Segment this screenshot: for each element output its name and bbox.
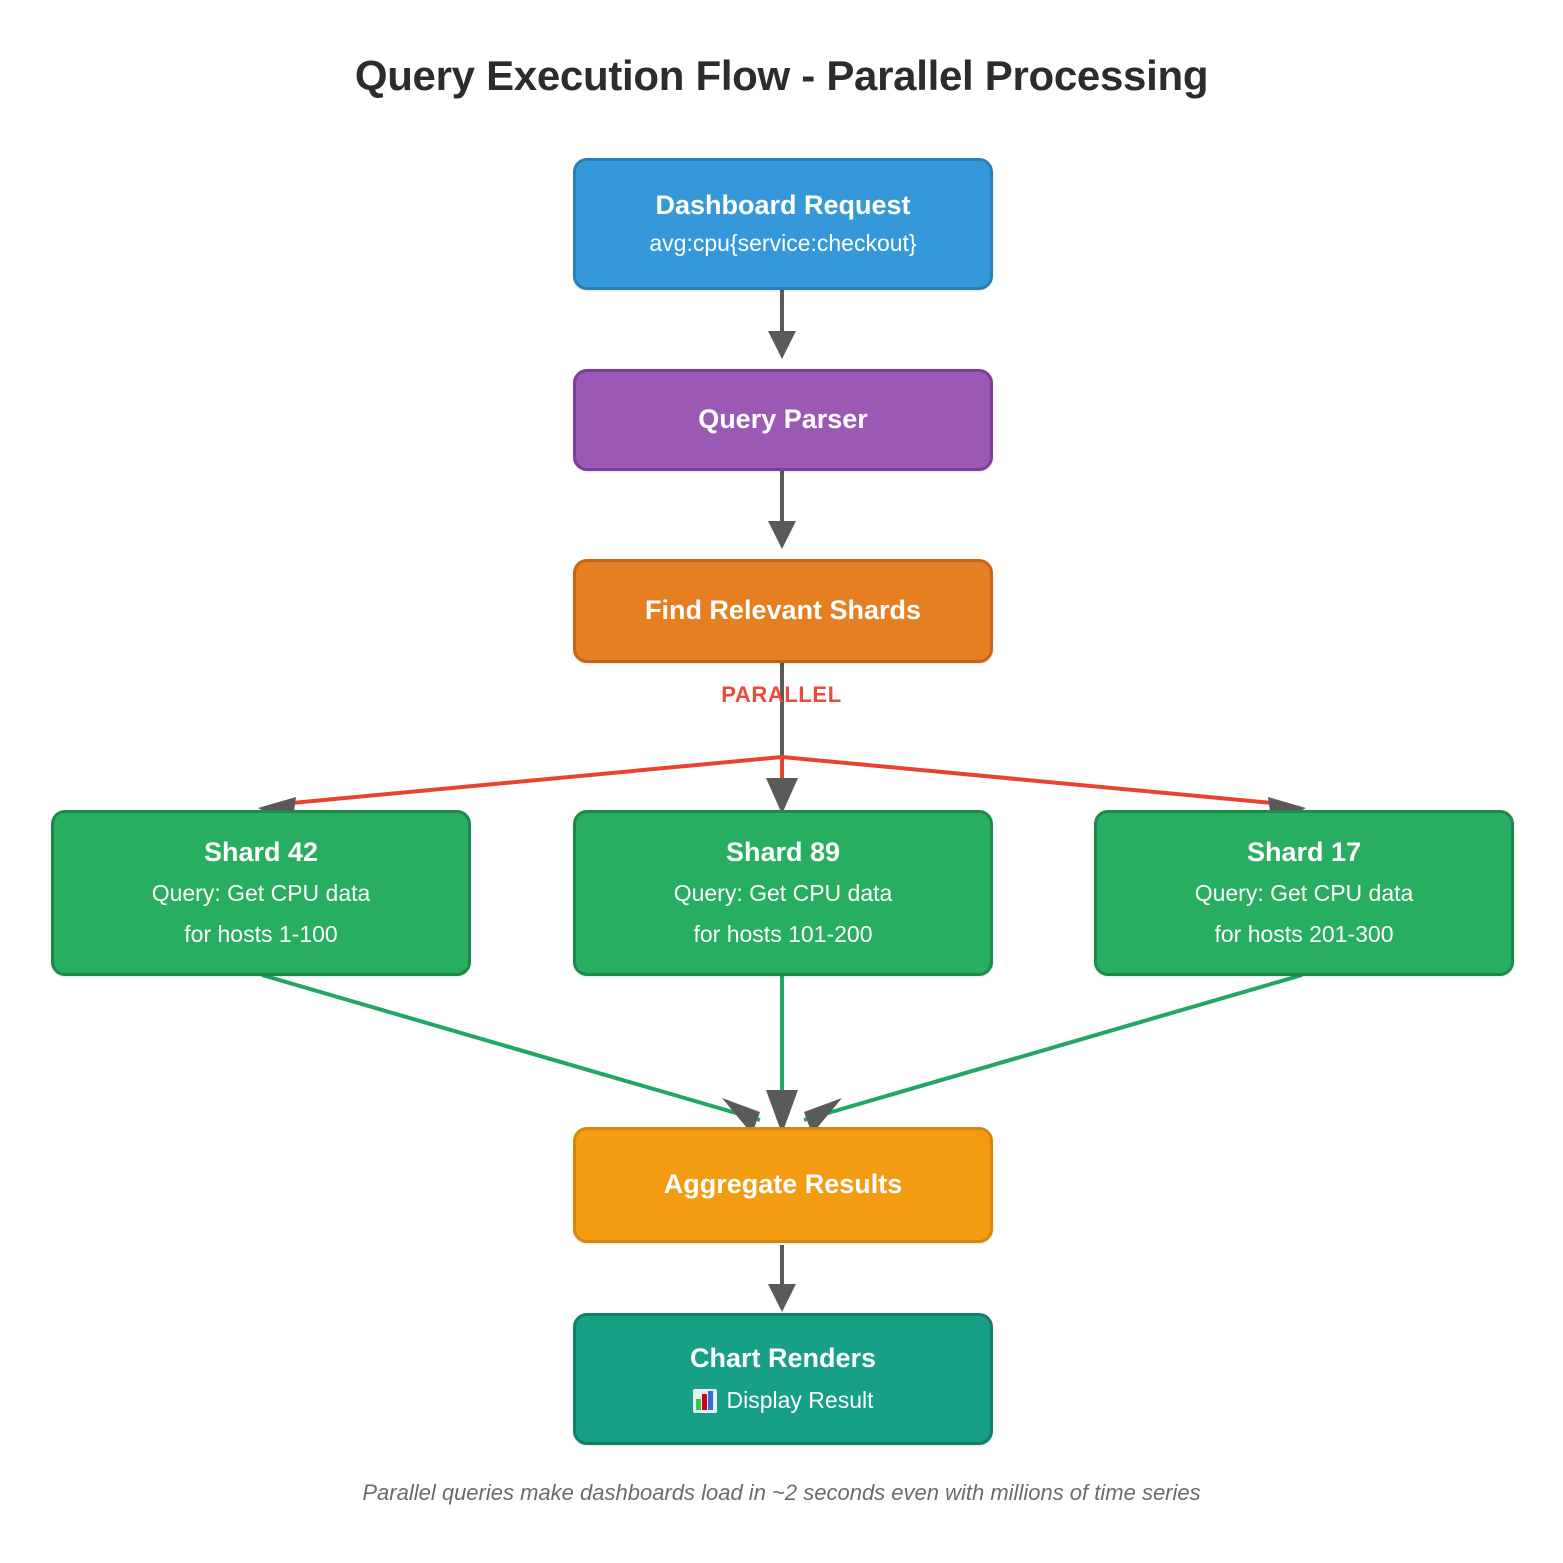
node-chart-renders-result-label: Display Result: [726, 1387, 874, 1414]
node-dashboard-request[interactable]: Dashboard Request avg:cpu{service:checko…: [573, 158, 993, 290]
node-shard-17-detail: Query: Get CPU data for hosts 201-300: [1195, 878, 1414, 950]
node-shard-89-title: Shard 89: [725, 837, 841, 868]
edge-shard-89-to-aggregate: [766, 975, 798, 1134]
node-find-relevant-shards[interactable]: Find Relevant Shards: [573, 559, 993, 663]
node-shard-42[interactable]: Shard 42 Query: Get CPU data for hosts 1…: [51, 810, 471, 976]
node-shard-42-detail-line2: for hosts 1-100: [184, 920, 338, 947]
node-chart-renders[interactable]: Chart Renders Display Result: [573, 1313, 993, 1445]
node-shard-17-detail-line1: Query: Get CPU data: [1194, 879, 1414, 906]
edge-shard-17-to-aggregate: [803, 973, 1303, 1134]
node-find-relevant-shards-title: Find Relevant Shards: [644, 595, 922, 626]
node-shard-89-detail-line1: Query: Get CPU data: [673, 879, 893, 906]
node-shard-17-title: Shard 17: [1246, 837, 1362, 868]
node-shard-42-detail-line1: Query: Get CPU data: [151, 879, 371, 906]
footer-note: Parallel queries make dashboards load in…: [362, 1480, 1201, 1505]
node-shard-42-title: Shard 42: [203, 837, 319, 868]
node-aggregate-results-title: Aggregate Results: [663, 1169, 903, 1200]
node-shard-89[interactable]: Shard 89 Query: Get CPU data for hosts 1…: [573, 810, 993, 976]
bar-chart-icon: [692, 1388, 717, 1413]
edge-junction-to-shard-89: [766, 757, 798, 814]
node-dashboard-request-title: Dashboard Request: [655, 189, 911, 220]
node-chart-renders-result: Display Result: [692, 1385, 874, 1416]
edge-label-parallel: PARALLEL: [721, 682, 842, 707]
node-chart-renders-title: Chart Renders: [689, 1342, 877, 1373]
node-shard-42-detail: Query: Get CPU data for hosts 1-100: [152, 878, 371, 950]
node-shard-89-detail-line2: for hosts 101-200: [693, 920, 873, 947]
node-dashboard-request-subtitle: avg:cpu{service:checkout}: [649, 230, 917, 257]
edge-shard-42-to-aggregate: [261, 973, 761, 1134]
node-query-parser[interactable]: Query Parser: [573, 369, 993, 471]
node-shard-89-detail: Query: Get CPU data for hosts 101-200: [674, 878, 893, 950]
node-aggregate-results[interactable]: Aggregate Results: [573, 1127, 993, 1243]
page-title: Query Execution Flow - Parallel Processi…: [354, 52, 1209, 99]
node-shard-17-detail-line2: for hosts 201-300: [1214, 920, 1394, 947]
node-query-parser-title: Query Parser: [698, 404, 868, 435]
node-shard-17[interactable]: Shard 17 Query: Get CPU data for hosts 2…: [1094, 810, 1514, 976]
